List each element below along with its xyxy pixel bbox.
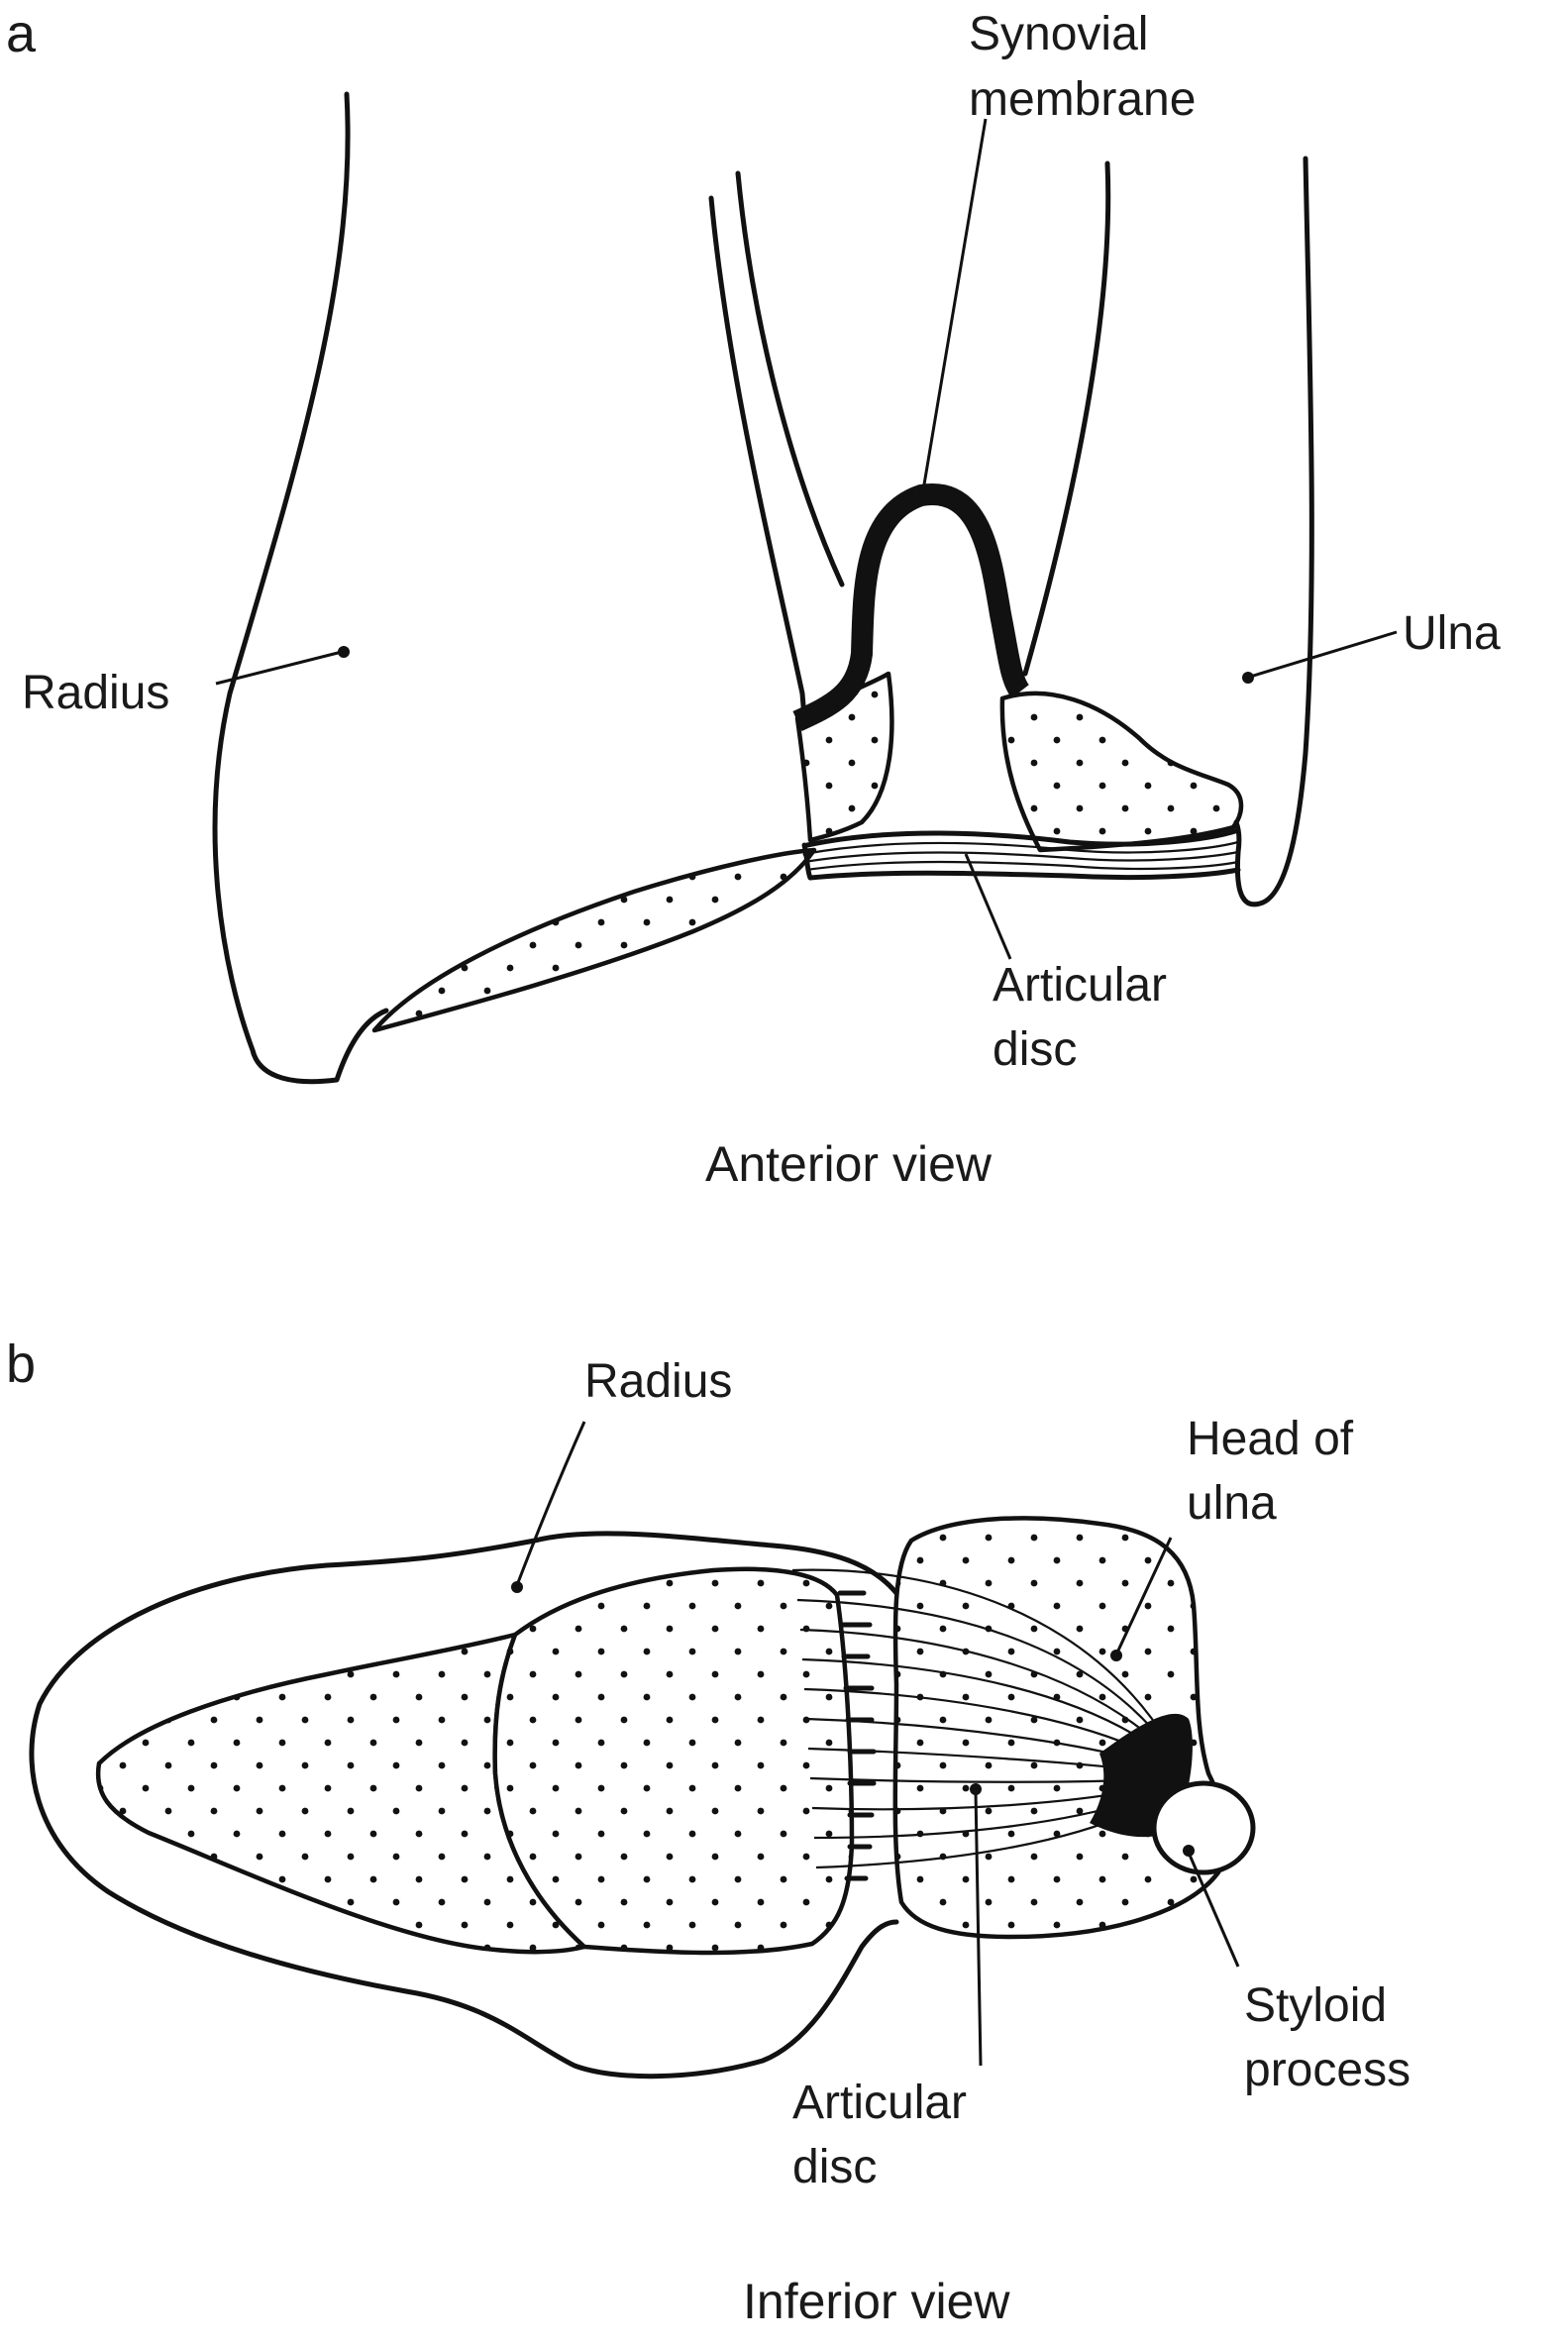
panel-b: b (6, 1334, 1411, 2329)
articular-disc-a-label-line2: disc (993, 1023, 1077, 1076)
synovial-membrane (797, 494, 1020, 721)
head-of-ulna-leader-dot (1110, 1650, 1122, 1661)
ulna-bone-anterior (1236, 159, 1311, 905)
panel-a-letter: a (6, 4, 37, 63)
radius-bone-anterior (215, 94, 386, 1082)
interosseous-line-right (1025, 163, 1108, 674)
interosseous-line-left (738, 173, 842, 585)
radius-distal-cartilage (374, 850, 814, 1030)
radius-a-label: Radius (22, 667, 169, 719)
articular-disc-b-label-line2: disc (792, 2141, 877, 2193)
panel-b-caption: Inferior view (743, 2274, 1010, 2329)
radius-medial-edge (711, 198, 810, 832)
articular-disc-b-label-line1: Articular (792, 2077, 967, 2129)
ulna-a-leader (1250, 632, 1397, 677)
radius-b-leader (517, 1422, 584, 1585)
styloid-process-leader-dot (1183, 1845, 1195, 1857)
radius-a-leader-dot (338, 646, 350, 658)
radius-b-leader-dot (511, 1581, 523, 1593)
styloid-process-label-line1: Styloid (1244, 1979, 1387, 2032)
head-of-ulna-label-line1: Head of (1187, 1413, 1354, 1465)
radius-b-label: Radius (584, 1355, 732, 1408)
radius-a-leader (216, 652, 342, 684)
synovial-membrane-label-line1: Synovial (969, 8, 1148, 60)
head-of-ulna-label-line2: ulna (1187, 1477, 1277, 1530)
radius-lunate-facet (495, 1569, 852, 1953)
ulna-a-label: Ulna (1403, 607, 1501, 660)
synovial-membrane-leader (923, 119, 986, 490)
panel-b-letter: b (6, 1334, 36, 1394)
panel-a: a (6, 4, 1501, 1192)
ulna-a-leader-dot (1242, 672, 1254, 684)
styloid-process (1154, 1783, 1253, 1872)
synovial-membrane-label-line2: membrane (969, 73, 1196, 126)
articular-disc-a-label-line1: Articular (993, 959, 1167, 1012)
articular-disc-b-leader-dot (970, 1783, 982, 1795)
ulna-head-cartilage (1002, 693, 1241, 850)
synovial-membrane-leader-dot (918, 487, 928, 497)
panel-a-caption: Anterior view (705, 1136, 993, 1192)
styloid-process-label-line2: process (1244, 2044, 1411, 2096)
articular-disc-a-leader (966, 854, 1010, 959)
